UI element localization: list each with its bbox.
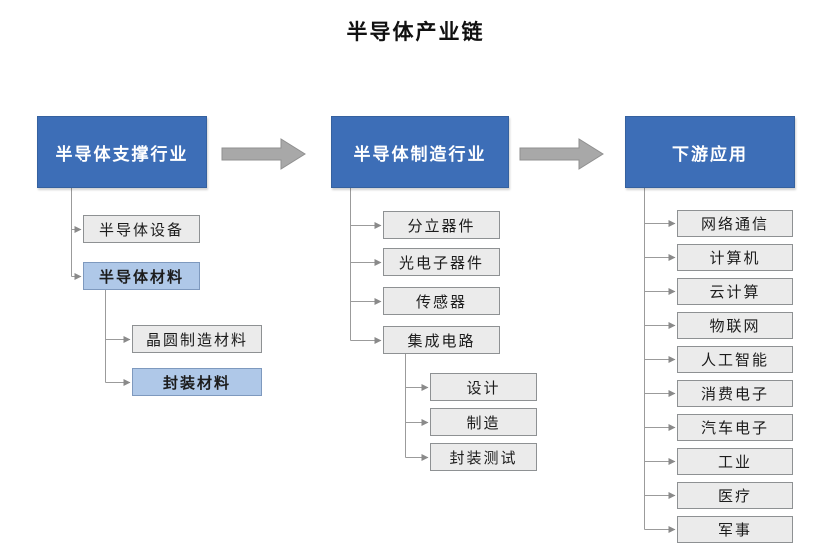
node-semiconductor-equipment: 半导体设备 [83, 215, 200, 243]
header-manufacturing-industry: 半导体制造行业 [331, 116, 509, 188]
node-packaging-materials: 封装材料 [132, 368, 262, 396]
node-semiconductor-materials: 半导体材料 [83, 262, 200, 290]
node-optoelectronic-devices: 光电子器件 [383, 248, 500, 276]
node-ic-design: 设计 [430, 373, 537, 401]
node-sensors: 传感器 [383, 287, 500, 315]
node-wafer-manufacturing-materials: 晶圆制造材料 [132, 325, 262, 353]
flow-arrow-icon [519, 138, 604, 170]
flow-arrow-icon [221, 138, 306, 170]
node-cloud-computing: 云计算 [677, 278, 793, 305]
node-medical: 医疗 [677, 482, 793, 509]
node-ic-packaging-testing: 封装测试 [430, 443, 537, 471]
node-automotive-electronics: 汽车电子 [677, 414, 793, 441]
node-artificial-intelligence: 人工智能 [677, 346, 793, 373]
node-iot: 物联网 [677, 312, 793, 339]
node-industrial: 工业 [677, 448, 793, 475]
node-network-communication: 网络通信 [677, 210, 793, 237]
node-computer: 计算机 [677, 244, 793, 271]
header-supporting-industry: 半导体支撑行业 [37, 116, 207, 188]
diagram-title: 半导体产业链 [346, 21, 485, 44]
node-consumer-electronics: 消费电子 [677, 380, 793, 407]
node-military: 军事 [677, 516, 793, 543]
node-discrete-devices: 分立器件 [383, 211, 500, 239]
node-ic-fabrication: 制造 [430, 408, 537, 436]
header-downstream-applications: 下游应用 [625, 116, 795, 188]
node-integrated-circuits: 集成电路 [383, 326, 500, 354]
